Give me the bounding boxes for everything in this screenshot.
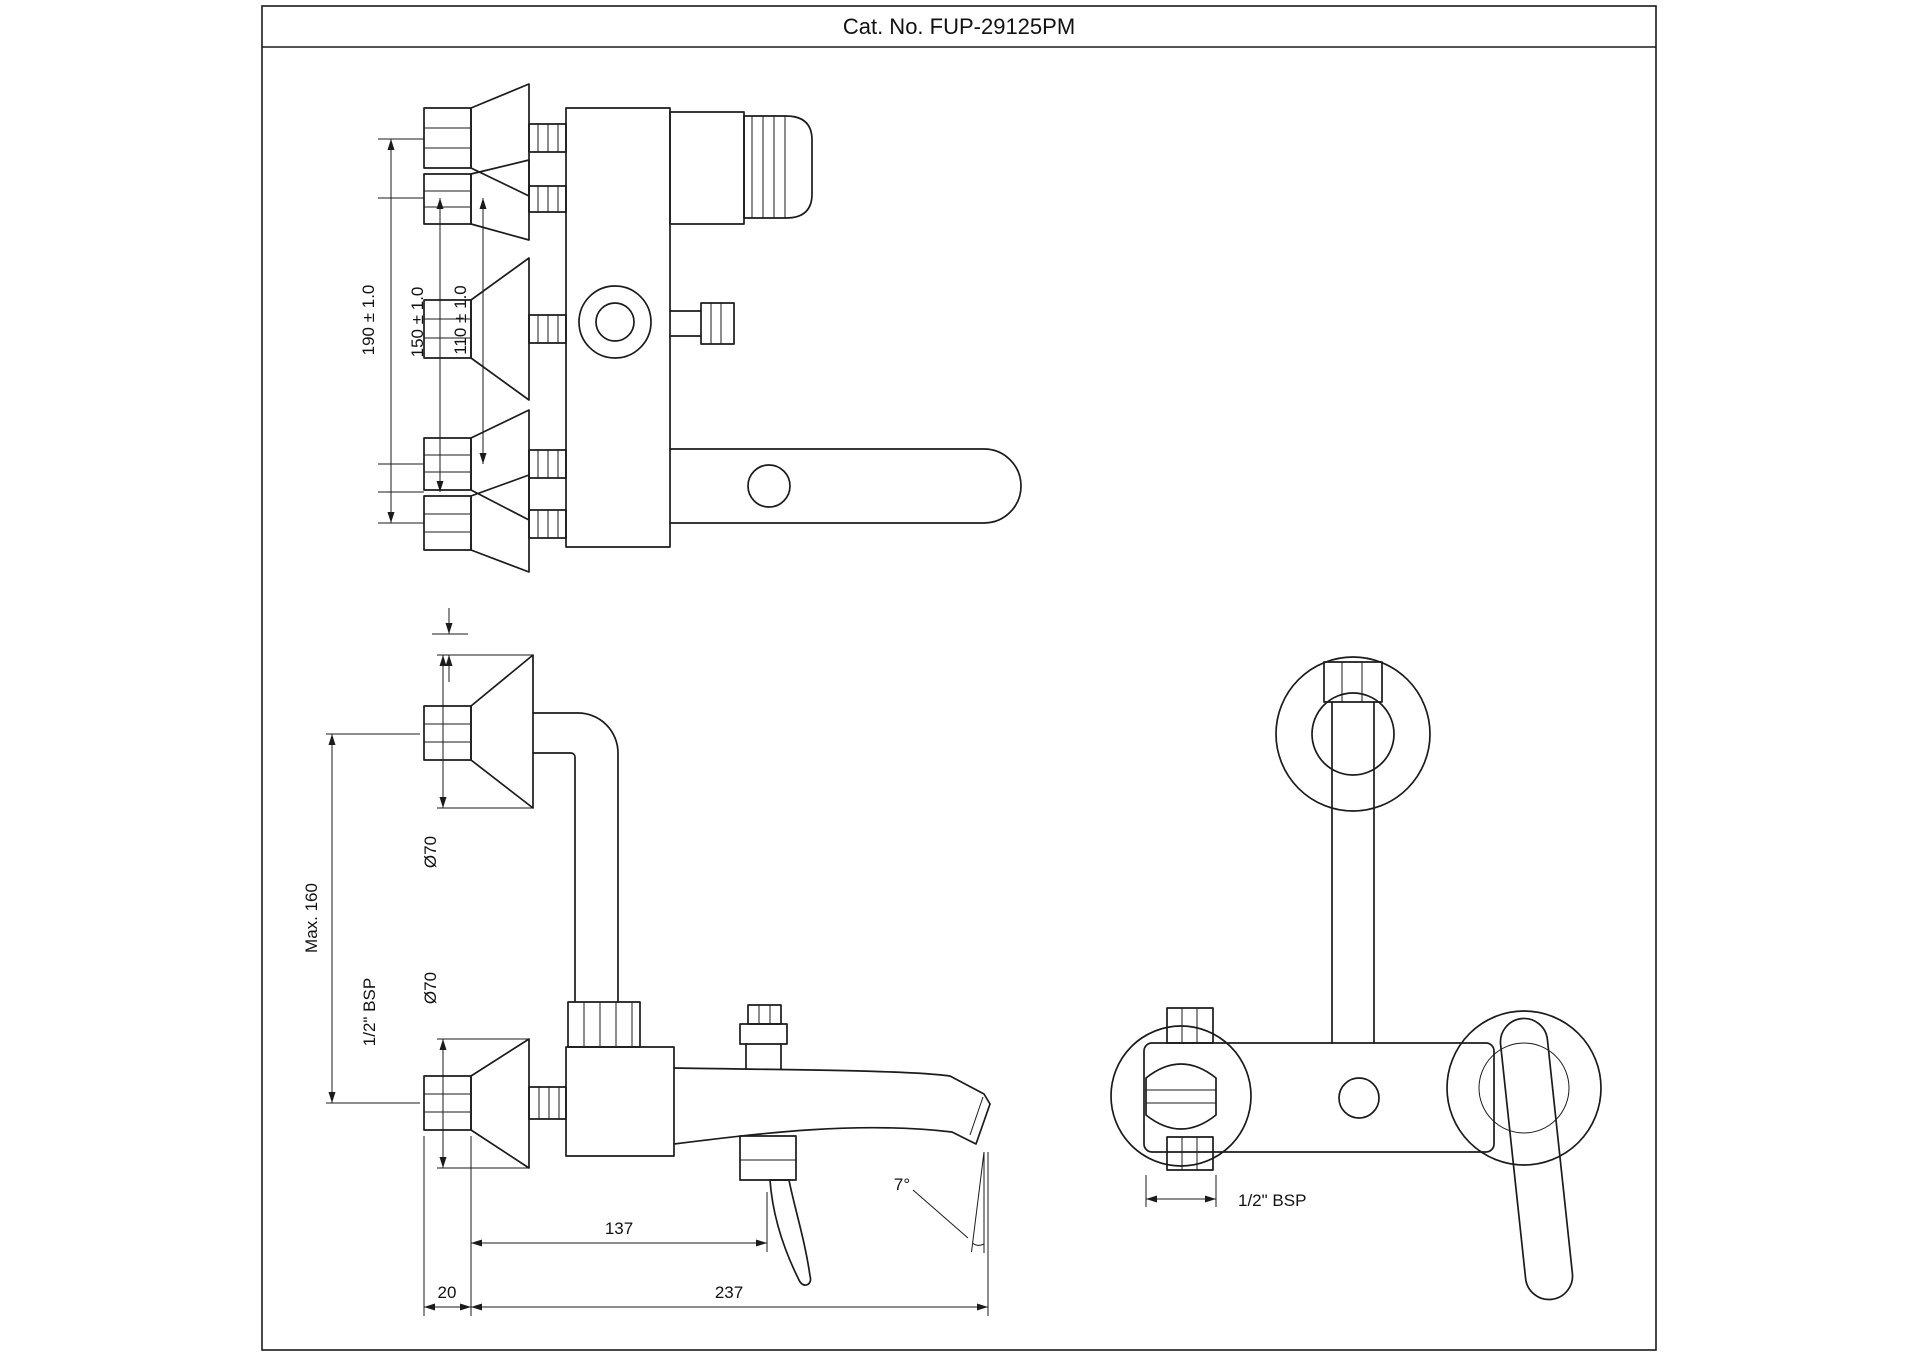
mixer-body (565, 107, 671, 548)
front-view: Max. 160 Ø70 Ø70 1/2" BSP (302, 608, 991, 1316)
dim-150-label: 150 ± 1.0 (408, 287, 427, 358)
side-view: 1/2" BSP (1110, 656, 1602, 1301)
shower-pipe (1331, 701, 1375, 1044)
mixer-body (565, 1046, 675, 1157)
diverter-knob (739, 1004, 788, 1070)
catalog-number: Cat. No. FUP-29125PM (843, 14, 1075, 39)
mixer-body (1143, 1042, 1495, 1153)
lever-handle (769, 1179, 812, 1286)
shower-outlet-flange (423, 654, 534, 809)
cartridge (669, 111, 813, 225)
dim-237-label: 237 (715, 1283, 743, 1302)
wall-connections (423, 83, 567, 573)
handle (1446, 1010, 1602, 1301)
dimensions: Max. 160 Ø70 Ø70 1/2" BSP (302, 608, 989, 1316)
dim-dia70-bottom-label: Ø70 (421, 972, 440, 1004)
dim-bsp-label: 1/2" BSP (360, 978, 379, 1046)
wall-flange (1275, 656, 1431, 812)
dimensions: 190 ± 1.0 150 ± 1.0 110 ± 1.0 (359, 138, 487, 524)
drawing-frame: Cat. No. FUP-29125PM (261, 5, 1657, 1351)
top-view: 190 ± 1.0 150 ± 1.0 110 ± 1.0 (359, 83, 1022, 573)
dim-angle-label: 7° (894, 1175, 910, 1194)
dim-20-label: 20 (438, 1283, 457, 1302)
dim-190-label: 190 ± 1.0 (359, 285, 378, 356)
shower-pipe (532, 712, 641, 1048)
inlet-flange (423, 1038, 567, 1169)
dimensions: 1/2" BSP (1145, 1175, 1306, 1210)
diverter (578, 285, 735, 359)
dim-max160-label: Max. 160 (302, 883, 321, 953)
spout (673, 1067, 991, 1181)
dim-bsp-side-label: 1/2" BSP (1238, 1191, 1306, 1210)
dim-110-label: 110 ± 1.0 (451, 285, 470, 355)
check-valve (1110, 1007, 1252, 1171)
spout (669, 448, 1022, 524)
dim-137-label: 137 (605, 1219, 633, 1238)
dim-dia70-top-label: Ø70 (421, 836, 440, 868)
